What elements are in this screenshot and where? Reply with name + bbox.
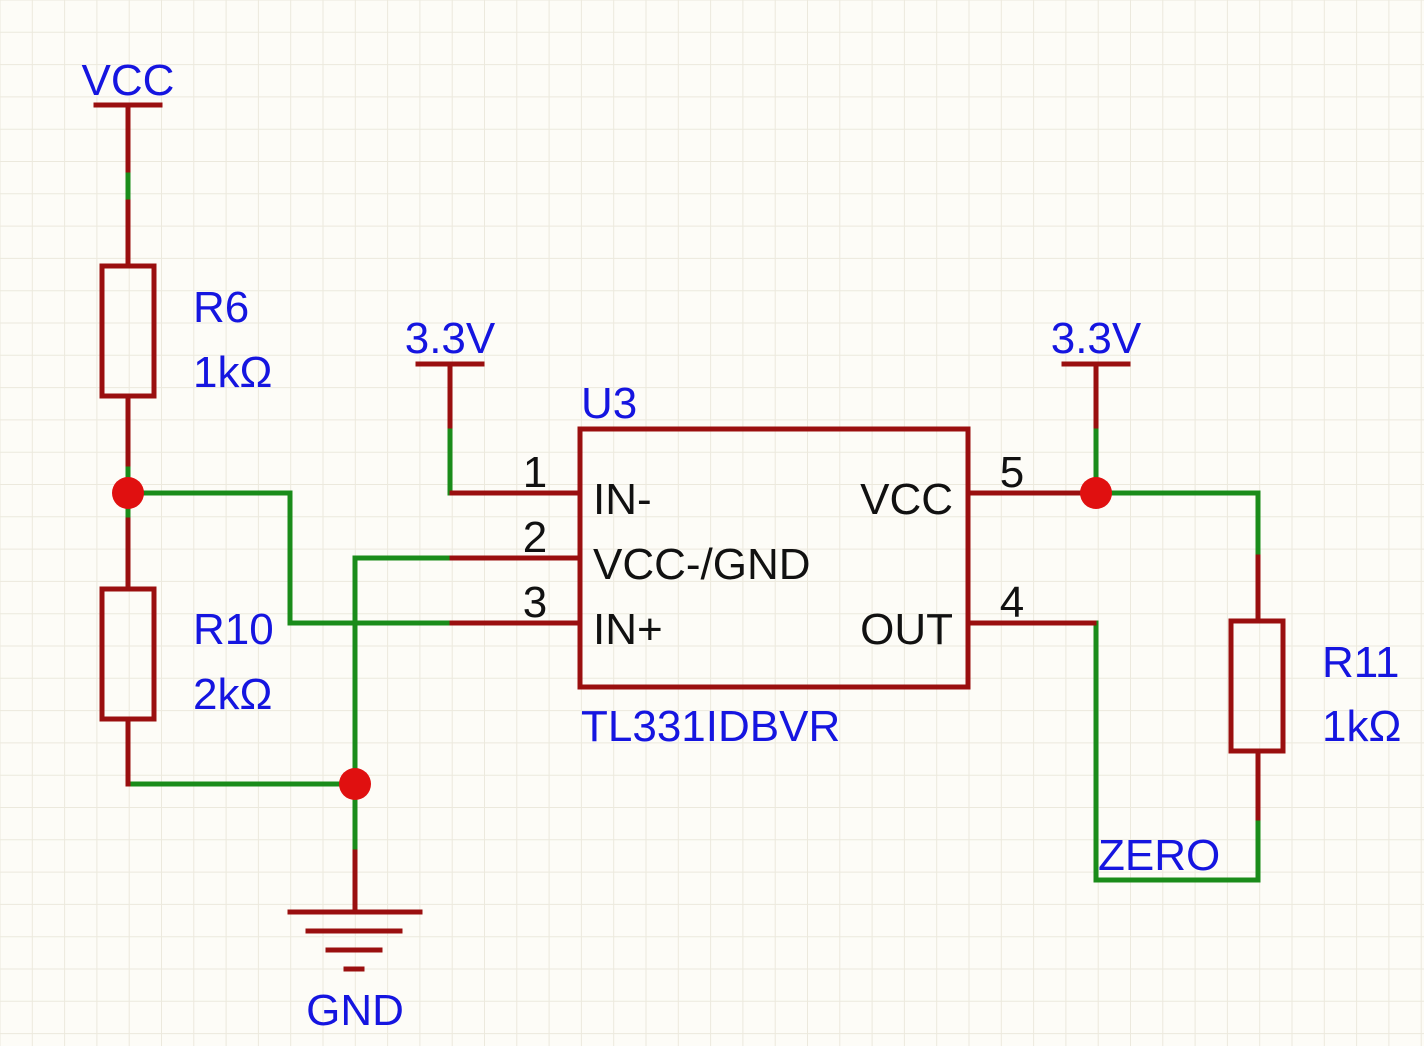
r11-body[interactable]	[1228, 618, 1286, 754]
labels: VCC R6 1kΩ R10 2kΩ GND 3.3V 3.3V U3 TL33…	[82, 56, 1402, 1035]
junctions	[112, 477, 1112, 800]
ic-part: TL331IDBVR	[581, 702, 840, 751]
pin5-number: 5	[1000, 448, 1024, 497]
r10-body[interactable]	[99, 586, 157, 722]
net-label-zero[interactable]: ZERO	[1098, 831, 1220, 880]
r11-ref: R11	[1322, 638, 1399, 687]
pin3-number: 3	[523, 578, 547, 627]
wire-divider-to-inplus[interactable]	[125, 490, 453, 626]
v33-left-label: 3.3V	[405, 314, 496, 363]
r6-value: 1kΩ	[193, 348, 272, 397]
wires	[125, 169, 1261, 883]
wire-out-to-zero[interactable]	[1093, 620, 1261, 883]
pin1-name: IN-	[593, 475, 652, 524]
pin4-number: 4	[1000, 578, 1024, 627]
pin4-name: OUT	[860, 605, 953, 654]
junction-gnd[interactable]	[339, 768, 371, 800]
r6-body[interactable]	[99, 263, 157, 399]
pin3-name: IN+	[593, 605, 663, 654]
wire-3v3-right-to-r11[interactable]	[1093, 425, 1261, 558]
wire-gnd-to-pin2[interactable]	[352, 555, 453, 853]
pin1-number: 1	[523, 448, 547, 497]
r6-ref: R6	[193, 283, 249, 332]
v33-right-label: 3.3V	[1051, 314, 1142, 363]
pin2-number: 2	[523, 513, 547, 562]
r10-ref: R10	[193, 605, 274, 654]
pin2-name: VCC-/GND	[593, 540, 811, 589]
pin5-name: VCC	[860, 475, 953, 524]
component-lines	[93, 102, 1286, 972]
vcc-top-label: VCC	[82, 56, 175, 105]
junction-divider[interactable]	[112, 477, 144, 509]
ic-ref: U3	[581, 379, 637, 428]
r10-value: 2kΩ	[193, 670, 272, 719]
junction-3v3-right[interactable]	[1080, 477, 1112, 509]
gnd-label: GND	[306, 986, 404, 1035]
r11-value: 1kΩ	[1322, 702, 1401, 751]
ic-body[interactable]	[577, 426, 971, 690]
